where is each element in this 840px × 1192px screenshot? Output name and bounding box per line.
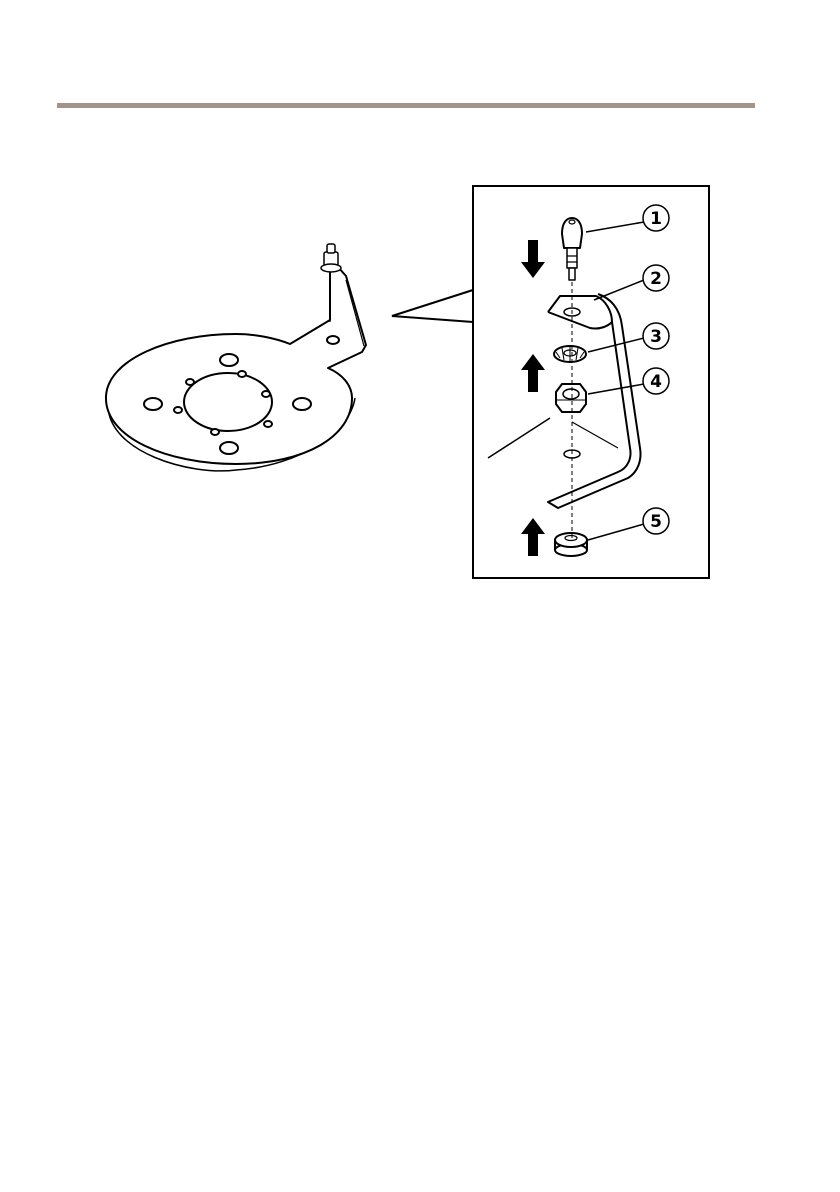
svg-text:1: 1: [650, 209, 662, 229]
zoom-pointer: [392, 290, 473, 322]
svg-text:2: 2: [650, 269, 662, 289]
callout-4: 4: [643, 368, 669, 394]
svg-text:3: 3: [650, 327, 662, 347]
detail-box: [473, 186, 709, 578]
callout-1: 1: [643, 205, 669, 231]
callout-3: 3: [643, 323, 669, 349]
mounting-plate: [106, 244, 366, 471]
hex-nut-part: [556, 384, 586, 412]
svg-text:4: 4: [650, 372, 662, 392]
lock-washer-part: [554, 346, 586, 362]
cap-part: [555, 533, 587, 556]
callout-2: 2: [643, 265, 669, 291]
svg-text:5: 5: [650, 512, 662, 532]
callout-5: 5: [643, 508, 669, 534]
